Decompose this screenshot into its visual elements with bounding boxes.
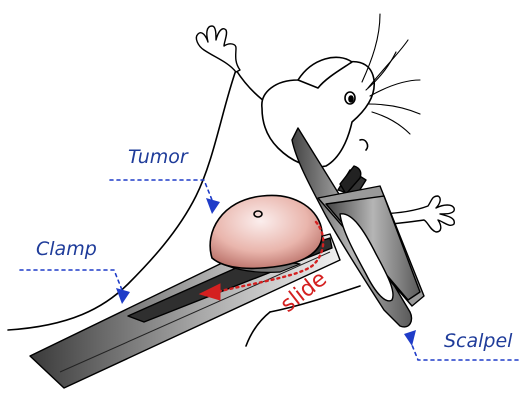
mouse-head <box>262 57 374 167</box>
clamp-pointer <box>20 270 130 304</box>
clamp-label: Clamp <box>36 238 97 260</box>
tumor <box>210 195 322 268</box>
tumor-pointer <box>110 180 220 214</box>
scalpel-label: Scalpel <box>444 330 512 352</box>
tumor-label: Tumor <box>128 146 188 168</box>
mouse-front-paw <box>196 26 240 72</box>
